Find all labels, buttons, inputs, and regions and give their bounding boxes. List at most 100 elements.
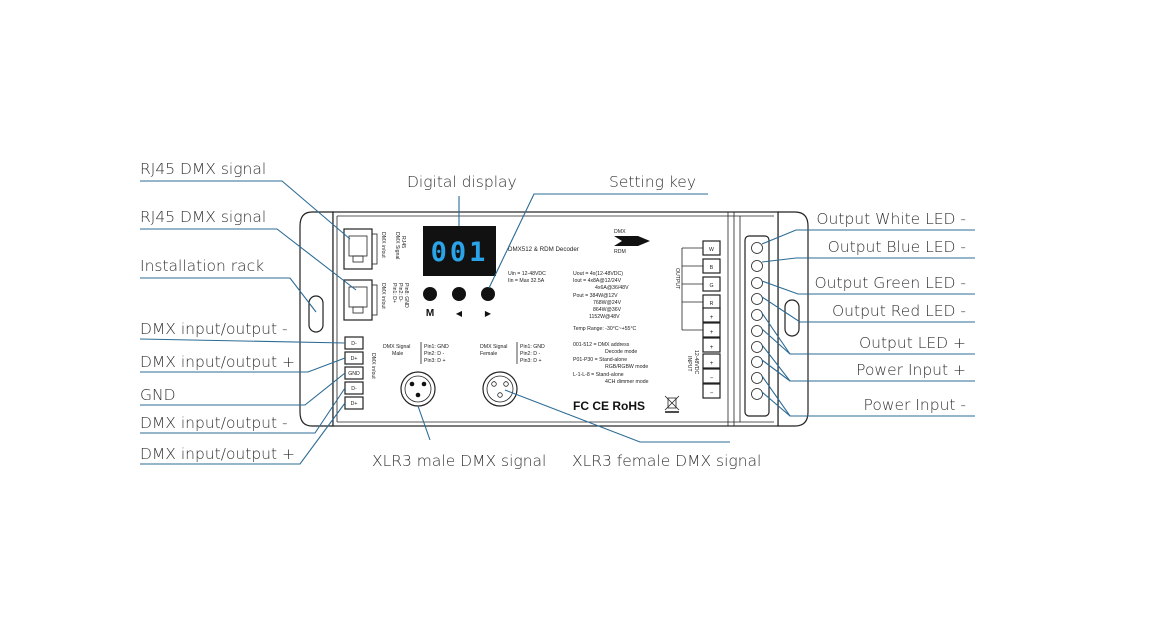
input-text: INPUT: [686, 356, 692, 372]
mode-2b: RGB/RGBW mode: [605, 364, 648, 370]
leader-out-red: [761, 296, 975, 323]
mode-1a: 001-512 = DMX address: [573, 342, 630, 348]
button-left-label: ◀: [456, 309, 463, 318]
spec-pout1: Pout = 384W@12V: [573, 293, 618, 299]
rj45-dmx-signal-text: DMX Signal: [394, 232, 400, 259]
input-sub-text: 12-48VDC: [693, 350, 699, 374]
rj45-pin2: Pin2: D-: [397, 283, 403, 302]
mode-3a: L-1-L-8 = Stand-alone: [573, 372, 624, 378]
xlr-male-sub: Male: [392, 351, 403, 357]
in-minus-1: −: [710, 375, 714, 382]
output-text: OUTPUT: [674, 268, 680, 290]
leader-xlr3-male: [417, 405, 431, 441]
label-out-white: Output White LED -: [816, 210, 966, 228]
screw-terminals: [744, 235, 770, 417]
label-installation-rack: Installation rack: [140, 257, 264, 275]
mode-1b: Decode mode: [605, 349, 637, 355]
rj45-pin1: Pin1: D+: [391, 283, 397, 303]
spec-iout2: 4x6A@36/48V: [595, 285, 629, 291]
button-right[interactable]: [481, 287, 495, 301]
label-power-plus: Power Input +: [856, 361, 966, 379]
label-rj45-top: RJ45 DMX signal: [140, 160, 266, 178]
dmx-terminal-block: [344, 336, 364, 410]
leader-out-led-plus-2: [761, 328, 791, 355]
leader-power-minus-2: [761, 391, 791, 417]
label-dmx-io-minus-2: DMX input/output -: [140, 414, 288, 432]
label-xlr3-male: XLR3 male DMX signal: [372, 452, 546, 470]
leader-xlr3-female: [504, 389, 730, 443]
xlr-male-pin3: Pin3: D +: [424, 358, 445, 364]
spec-pout4: 1152W@48V: [589, 314, 620, 320]
rj45-pin8: Pin8: GND: [403, 283, 409, 308]
out-plus-2: +: [710, 329, 714, 336]
mode-3b: 4CH dimmer mode: [605, 379, 649, 385]
out-b-label: B: [710, 265, 714, 271]
out-w-label: W: [709, 247, 714, 253]
out-g-label: G: [709, 283, 713, 289]
svg-text:RDM: RDM: [614, 249, 626, 255]
button-m[interactable]: [423, 287, 437, 301]
leader-rj45-bottom: [140, 228, 357, 291]
in-plus-2: +: [710, 360, 714, 367]
label-xlr3-female: XLR3 female DMX signal: [572, 452, 761, 470]
xlr-female-title: DMX Signal: [480, 344, 507, 350]
term-gnd: GND: [348, 371, 360, 377]
label-out-blue: Output Blue LED -: [828, 238, 966, 256]
leader-power-plus-2: [761, 359, 791, 382]
out-r-label: R: [710, 301, 714, 307]
in-minus-2: −: [710, 390, 714, 397]
leader-gnd: [140, 372, 346, 406]
spec-iin: Iin = Max 32.5A: [508, 278, 545, 284]
leader-rj45-top: [140, 180, 351, 240]
xlr-female-pin3: Pin3: D +: [520, 358, 541, 364]
label-rj45-bottom: RJ45 DMX signal: [140, 208, 266, 226]
xlr-female-connector: [482, 371, 518, 407]
spec-uin: Uin = 12-48VDC: [508, 271, 546, 277]
dmx-rdm-logo: DMX RDM: [614, 229, 650, 255]
leader-dmx-io-plus-2: [140, 402, 346, 465]
term-dminus-2: D-: [351, 386, 357, 392]
rj45-dmx-inout-bottom: DMX in/out: [380, 283, 386, 309]
xlr-male-title: DMX Signal: [383, 344, 410, 350]
label-setting-key: Setting key: [609, 173, 696, 191]
right-rack-slot: [784, 299, 800, 337]
spec-pout2: 768W@24V: [593, 300, 622, 306]
label-out-led-plus: Output LED +: [859, 334, 966, 352]
xlr-male-connector: [400, 371, 436, 407]
leader-dmx-io-plus-1: [140, 357, 346, 373]
term-dminus-1: D-: [351, 341, 357, 347]
xlr-male-pin2: Pin2: D -: [424, 351, 444, 357]
rj45-text: RJ45: [400, 236, 406, 248]
output-terminal-block: [681, 240, 721, 399]
device-title: DMX512 & RDM Decoder: [508, 246, 579, 253]
spec-uout: Uout = 4x(12-48VDC): [573, 271, 623, 277]
button-m-label: M: [426, 308, 434, 319]
leader-out-blue: [761, 257, 975, 263]
button-right-label: ▶: [485, 309, 492, 318]
spec-iout1: Iout = 4x8A@12/24V: [573, 278, 622, 284]
spec-temp: Temp Range: -30°C~+55°C: [573, 326, 637, 332]
button-left[interactable]: [452, 287, 466, 301]
digital-display: [423, 226, 496, 276]
leader-installation-rack: [140, 277, 317, 313]
leader-dmx-io-minus-1: [139, 338, 346, 344]
label-out-red: Output Red LED -: [832, 302, 966, 320]
xlr-male-pin1: Pin1: GND: [424, 344, 449, 350]
label-dmx-io-plus-2: DMX input/output +: [140, 445, 295, 463]
display-value: 001: [431, 237, 489, 268]
xlr-female-sub: Female: [480, 351, 497, 357]
rj45-port-bottom: [343, 279, 378, 321]
out-plus-1: +: [710, 314, 714, 321]
label-out-green: Output Green LED -: [814, 274, 966, 292]
rj45-dmx-inout-top: DMX in/out: [380, 232, 386, 258]
certification-marks: FC CE RoHS: [573, 399, 645, 413]
left-rack-slot: [308, 295, 324, 333]
term-dplus-1: D+: [351, 356, 358, 362]
label-dmx-io-plus-1: DMX input/output +: [140, 353, 295, 371]
leader-out-green: [761, 280, 975, 295]
label-power-minus: Power Input -: [864, 396, 966, 414]
label-dmx-io-minus-1: DMX input/output -: [140, 320, 288, 338]
mode-2a: P01-P30 = Stand-alone: [573, 357, 627, 363]
label-gnd: GND: [140, 386, 176, 404]
